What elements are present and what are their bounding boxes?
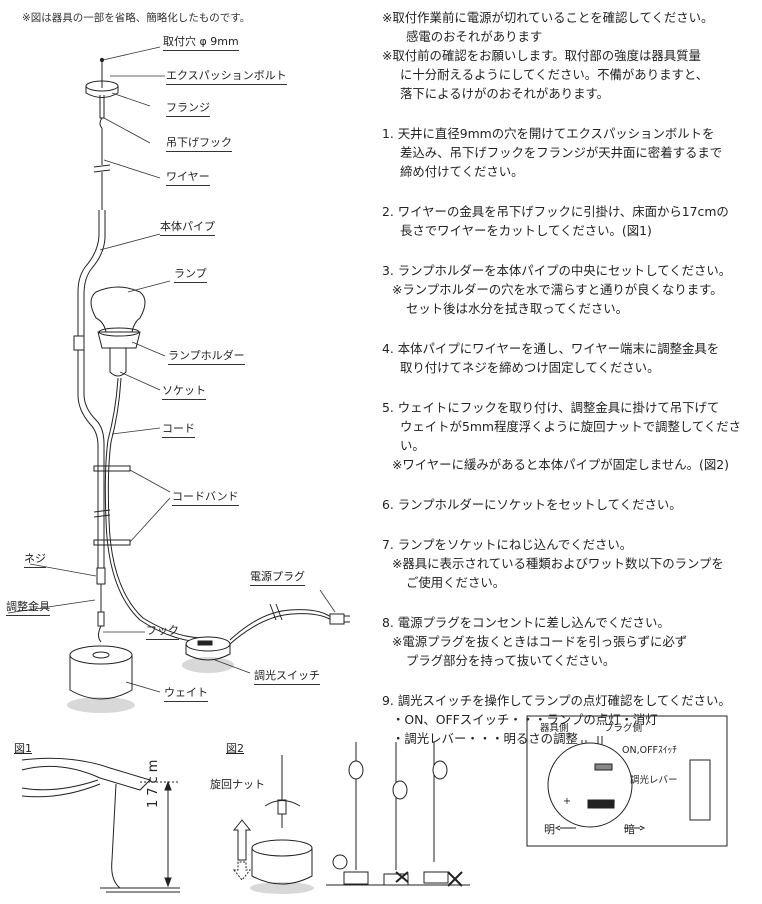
switch-plug-side: プラグ側 (604, 723, 643, 734)
label-body-pipe: 本体パイプ (160, 218, 215, 236)
dimmer-switch-drawing (182, 636, 234, 673)
fig2-nut-label: 旋回ナット (210, 778, 265, 791)
switch-dimmer-label: 調光レバー (630, 775, 678, 786)
label-hook-ceiling: 吊下げフック (166, 134, 232, 152)
switch-minus: - (612, 796, 616, 807)
step-9: 9. 調光スイッチを操作してランプの点灯確認をしてください。 ・ON、OFFスイ… (382, 693, 731, 746)
label-hook: フック (146, 622, 179, 640)
label-weight: ウェイト (164, 684, 208, 702)
label-lamp-holder: ランプホルダー (168, 347, 245, 365)
step-5: 5. ウェイトにフックを取り付け、調整金具に掛けて吊下げて ウェイトが5mm程度… (382, 400, 742, 472)
lamp-drawing (73, 286, 146, 377)
step-1: 1. 天井に直径9mmの穴を開けてエクスパッションボルトを 差込み、吊下げフック… (382, 126, 723, 179)
fig1-drawing (21, 757, 180, 893)
warning-line-1: ※取付作業前に電源が切れていることを確認してください。 (382, 10, 714, 25)
step-6: 6. ランプホルダーにソケットをセットしてください。 (382, 497, 682, 512)
label-flange: フランジ (166, 99, 210, 117)
label-cord-band: コードバンド (172, 488, 239, 506)
fig2-title: 図2 (226, 742, 244, 755)
cord-drawing (104, 377, 335, 645)
fig2-drawing (232, 755, 470, 894)
warning-line-4: に十分耐えるようにしてください。不備がありますと、 (400, 67, 709, 82)
label-dimmer-switch: 調光スイッチ (254, 667, 320, 685)
step-4: 4. 本体パイプにワイヤーを通し、ワイヤー端末に調整金具を 取り付けてネジを締め… (382, 341, 720, 375)
fig1-title: 図1 (14, 742, 32, 755)
header-note: ※図は器具の一部を省略、簡略化したものです。 (22, 12, 251, 24)
label-lamp: ランプ (174, 265, 207, 283)
step-3: 3. ランプホルダーを本体パイプの中央にセットしてください。 ※ランプホルダーの… (382, 263, 732, 316)
step-8: 8. 電源プラグをコンセントに差し込んでください。 ※電源プラグを抜くときはコー… (382, 615, 688, 668)
fig2-examples (332, 742, 463, 887)
switch-fixture-side: 器具側 (540, 723, 569, 734)
cord-band-drawing (93, 465, 131, 546)
fig1-height-label: 17cm (146, 755, 161, 808)
body-pipe-drawing (77, 210, 111, 570)
label-screw: ネジ (24, 550, 46, 568)
switch-bright: 明 (544, 823, 555, 836)
plug-drawing (329, 613, 350, 625)
label-cord: コード (162, 420, 195, 438)
warning-line-3: ※取付前の確認をお願いします。取付部の強度は器具質量 (382, 48, 701, 63)
switch-plus: + (563, 796, 571, 807)
step-2: 2. ワイヤーの金具を吊下げフックに引掛け、床面から17cmの 長さでワイヤーを… (382, 204, 729, 238)
label-wire: ワイヤー (166, 168, 210, 186)
wire-drawing (93, 128, 111, 210)
leader-lines (7, 46, 336, 693)
weight-drawing (67, 567, 135, 713)
step-7: 7. ランプをソケットにねじ込んでください。 ※器具に表示されている種類およびワ… (382, 537, 724, 590)
label-socket: ソケット (162, 382, 206, 400)
switch-dark: 暗 (624, 823, 635, 836)
instructions: ※取付作業前に電源が切れていることを確認してください。 感電のおそれがあります … (382, 8, 754, 748)
label-adjuster: 調整金具 (6, 598, 50, 616)
label-mount-hole: 取付穴 φ 9mm (163, 33, 239, 51)
warning-line-5: 落下によるけがのおそれがあります。 (400, 86, 610, 101)
switch-onoff-label: ON,OFFｽｲｯﾁ (622, 745, 678, 756)
label-power-plug: 電源プラグ (250, 568, 305, 586)
switch-diagram-drawing (526, 715, 728, 847)
warning-line-2: 感電のおそれがあります (406, 29, 543, 44)
label-expansion-bolt: エクスパッションボルト (166, 67, 287, 85)
